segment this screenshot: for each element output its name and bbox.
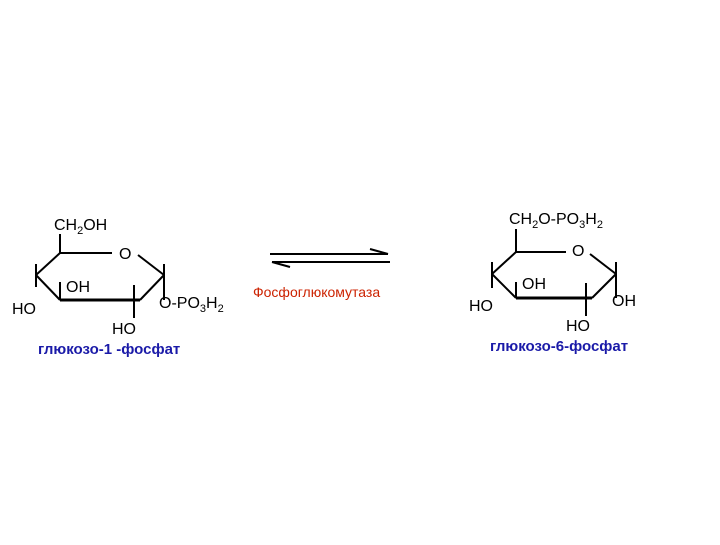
left-ho-bottom-label: HO xyxy=(112,321,136,338)
equilibrium-arrows xyxy=(270,248,390,268)
left-ring-oxygen-label: O xyxy=(119,246,131,263)
enzyme-label: Фосфоглюкомутаза xyxy=(253,284,380,300)
right-ch2o-po3h2-label: CH2O-PO3H2 xyxy=(509,211,603,231)
right-ring-bonds xyxy=(491,229,617,316)
left-ring-bonds xyxy=(35,234,165,318)
left-compound-name: глюкозо-1 -фосфат xyxy=(38,341,180,358)
right-ring-oxygen-label: O xyxy=(572,243,584,260)
left-oh-label: OH xyxy=(66,279,90,296)
reverse-arrowhead xyxy=(271,261,291,268)
glucose-1-phosphate: CH2OH O OH HO HO O-PO3H2 глюкозо-1 -фосф… xyxy=(12,217,224,358)
left-ho-label: HO xyxy=(12,301,36,318)
forward-arrowhead xyxy=(369,248,389,255)
right-compound-name: глюкозо-6-фосфат xyxy=(490,338,628,355)
right-ho-label: HO xyxy=(469,298,493,315)
left-phosphate-label: O-PO3H2 xyxy=(159,295,224,315)
right-ho-bottom-label: HO xyxy=(566,318,590,335)
right-oh-label: OH xyxy=(522,276,546,293)
right-oh-right-label: OH xyxy=(612,293,636,310)
left-ch2oh-label: CH2OH xyxy=(54,217,107,237)
glucose-6-phosphate: CH2O-PO3H2 O OH HO HO OH глюкозо-6-фосфа… xyxy=(469,211,636,355)
